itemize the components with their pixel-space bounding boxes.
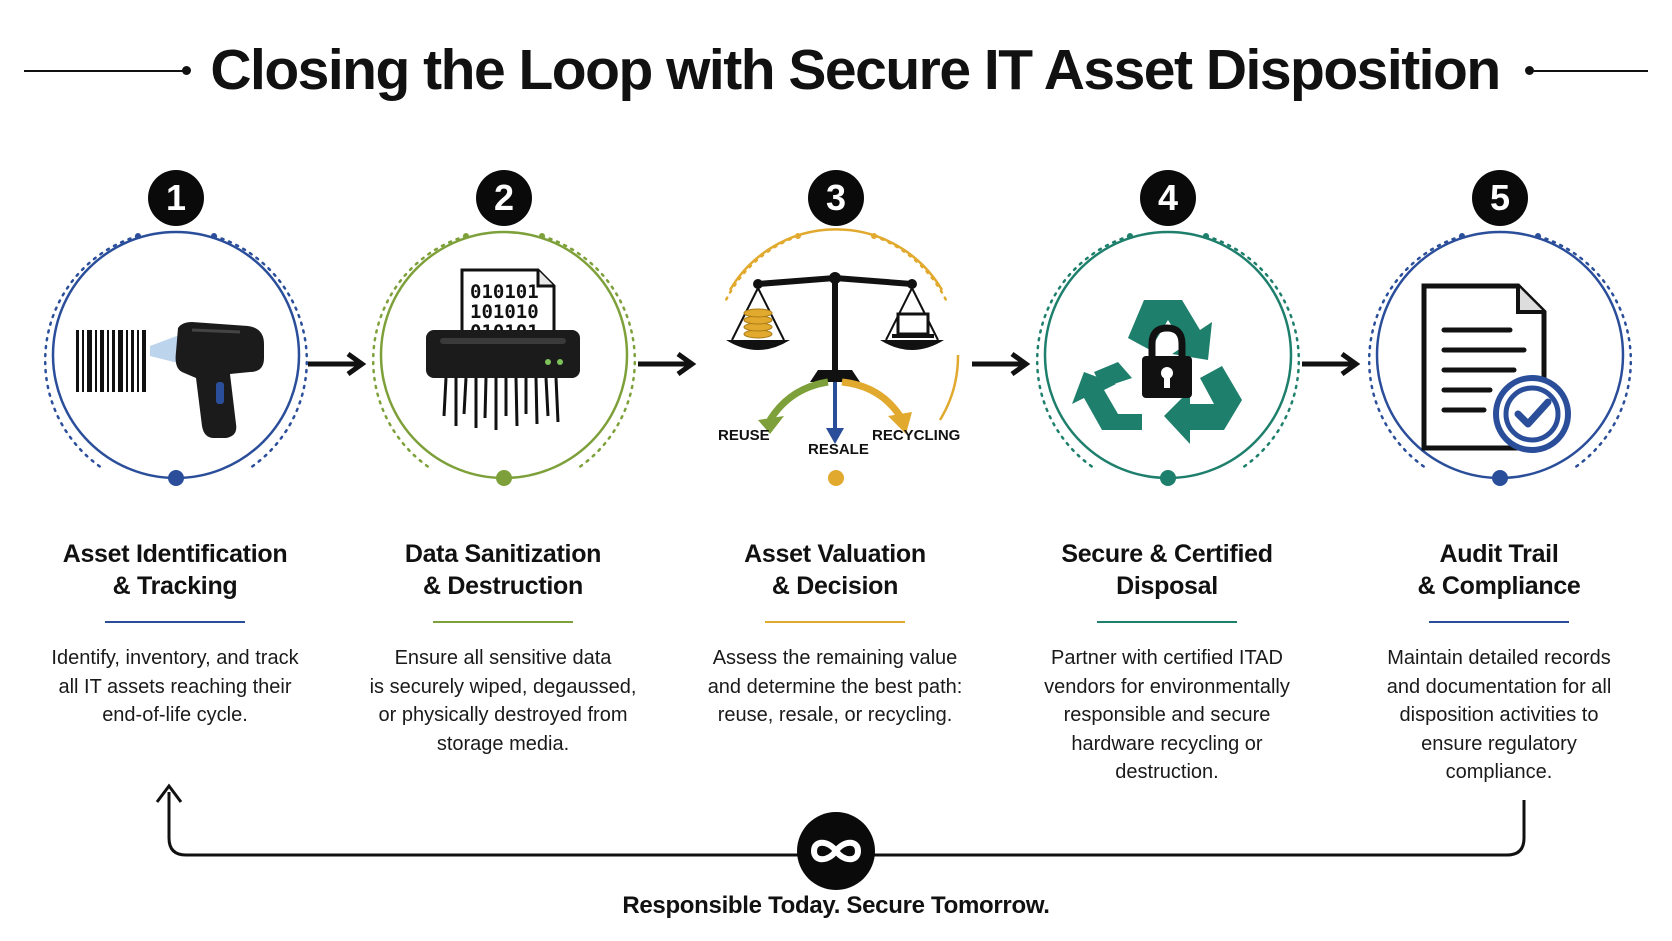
- step-description: Maintain detailed records and documentat…: [1334, 644, 1664, 787]
- desc-line: Maintain detailed records: [1387, 647, 1611, 669]
- step-underline: [1097, 621, 1237, 623]
- step-number-badge: 5: [1472, 170, 1528, 226]
- paper-shredder-icon: 010101 101010 010101: [426, 268, 580, 430]
- desc-line: storage media.: [436, 732, 570, 755]
- balance-scale-icon: REUSE RESALE RECYCLING: [718, 272, 960, 458]
- barcode-scanner-icon: [76, 322, 264, 438]
- step-ring: [371, 230, 637, 486]
- step-underline: [765, 621, 905, 623]
- recycle-lock-icon: [1072, 300, 1242, 444]
- step-title: Asset Identification & Tracking: [20, 538, 330, 602]
- flow-arrow-1-2: [308, 352, 367, 376]
- step-number-badge: 2: [476, 170, 532, 226]
- binary-text: 010101: [470, 281, 539, 303]
- step-title: Data Sanitization & Destruction: [348, 538, 658, 602]
- desc-line: end-of-life cycle.: [102, 704, 248, 726]
- desc-line: is securely wiped, degaussed,: [369, 675, 637, 698]
- step-description: Assess the remaining value and determine…: [670, 644, 1000, 730]
- step-number-badge: 1: [148, 170, 204, 226]
- step-ring: [724, 228, 960, 486]
- desc-line: and determine the best path:: [707, 675, 963, 698]
- step-description: Ensure all sensitive data is securely wi…: [338, 644, 668, 758]
- step-title-line: Asset Identification: [62, 540, 288, 568]
- header-rule-right: [1530, 70, 1648, 72]
- desc-line: all IT assets reaching their: [58, 675, 292, 698]
- step-description: Identify, inventory, and track all IT as…: [10, 644, 340, 730]
- binary-text: 101010: [470, 301, 539, 323]
- infinity-icon: [797, 812, 875, 890]
- desc-line: reuse, resale, or recycling.: [717, 704, 953, 726]
- desc-line: vendors for environmentally: [1044, 675, 1290, 698]
- path-label-resale: RESALE: [808, 441, 869, 458]
- step-description: Partner with certified ITAD vendors for …: [1002, 644, 1332, 787]
- step-ring: [1367, 230, 1633, 486]
- desc-line: responsible and secure: [1063, 704, 1271, 726]
- step-title-line: & Decision: [771, 572, 899, 600]
- desc-line: and documentation for all: [1386, 675, 1612, 698]
- path-label-reuse: REUSE: [718, 427, 770, 444]
- flow-arrow-4-5: [1302, 352, 1361, 376]
- header-rule-right-dot: [1525, 66, 1534, 75]
- flow-arrow-2-3: [638, 352, 697, 376]
- step-title-line: Asset Valuation: [744, 540, 926, 568]
- step-title-line: Audit Trail: [1439, 540, 1559, 568]
- step-title-line: & Tracking: [112, 572, 238, 600]
- step-underline: [105, 621, 245, 623]
- step-underline: [1429, 621, 1569, 623]
- step-title-line: Secure & Certified: [1061, 540, 1273, 568]
- step-ring: [43, 230, 309, 486]
- footer-tagline: Responsible Today. Secure Tomorrow.: [622, 892, 1050, 919]
- desc-line: hardware recycling or: [1071, 732, 1263, 755]
- desc-line: Ensure all sensitive data: [394, 647, 612, 669]
- document-check-icon: [1421, 283, 1571, 453]
- step-title-line: & Compliance: [1417, 572, 1581, 600]
- flow-arrow-3-4: [972, 352, 1031, 376]
- header-rule-left-dot: [182, 66, 191, 75]
- step-title: Audit Trail & Compliance: [1344, 538, 1654, 602]
- desc-line: Assess the remaining value: [712, 647, 958, 669]
- header-rule-left: [24, 70, 186, 72]
- path-label-recycling: RECYCLING: [872, 427, 960, 444]
- step-number-badge: 4: [1140, 170, 1196, 226]
- desc-line: Partner with certified ITAD: [1051, 647, 1283, 669]
- step-title: Secure & Certified Disposal: [1012, 538, 1322, 602]
- step-title-line: Data Sanitization: [404, 540, 602, 568]
- step-title-line: & Destruction: [422, 572, 583, 600]
- desc-line: or physically destroyed from: [378, 704, 628, 726]
- step-title-line: Disposal: [1116, 572, 1218, 600]
- desc-line: disposition activities to: [1399, 704, 1599, 726]
- step-title: Asset Valuation & Decision: [680, 538, 990, 602]
- desc-line: ensure regulatory: [1421, 732, 1577, 755]
- step-ring: [1035, 230, 1301, 486]
- page-title: Closing the Loop with Secure IT Asset Di…: [210, 38, 1501, 102]
- step-number-badge: 3: [808, 170, 864, 226]
- desc-line: destruction.: [1115, 761, 1219, 783]
- desc-line: compliance.: [1445, 761, 1553, 783]
- desc-line: Identify, inventory, and track: [51, 647, 299, 669]
- step-underline: [433, 621, 573, 623]
